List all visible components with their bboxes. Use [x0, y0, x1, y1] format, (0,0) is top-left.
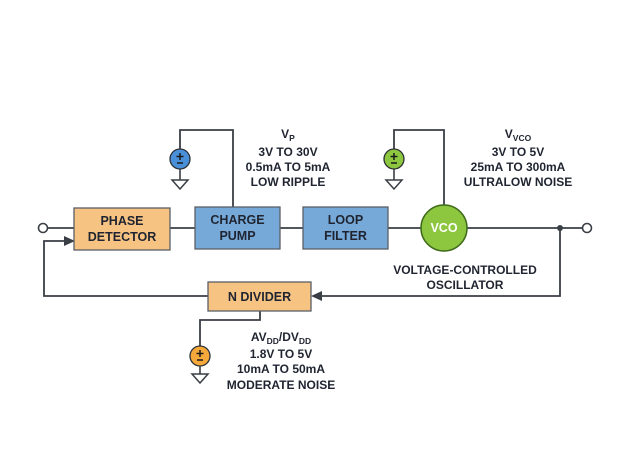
- avdd-subscript-b: DD: [299, 336, 311, 346]
- loop-filter-label-1: LOOP: [328, 213, 363, 227]
- phase-detector-block: PHASE DETECTOR: [73, 207, 171, 251]
- arrow-into-phase-detector: [64, 236, 75, 246]
- phase-detector-label-2: DETECTOR: [88, 230, 157, 244]
- vco-caption-line-2: OSCILLATOR: [427, 278, 504, 292]
- vvco-voltage-range: 3V TO 5V: [492, 145, 544, 159]
- output-terminal: [581, 222, 593, 234]
- loop-filter-label-2: FILTER: [324, 229, 367, 243]
- vp-symbol: V: [281, 127, 289, 141]
- vvco-symbol: V: [505, 127, 513, 141]
- vp-voltage-range: 3V TO 30V: [258, 145, 317, 159]
- vco-label: VCO: [430, 221, 457, 235]
- vco-caption-line-1: VOLTAGE-CONTROLLED: [393, 263, 537, 277]
- vp-noise-spec: LOW RIPPLE: [251, 175, 326, 189]
- input-terminal: [37, 222, 49, 234]
- vvco-supply-source-icon: [383, 148, 405, 191]
- avdd-voltage-range: 1.8V TO 5V: [250, 347, 312, 361]
- svg-text:AVDD/DVDD: AVDD/DVDD: [251, 330, 311, 346]
- junction-dot: [557, 225, 563, 231]
- vp-spec-label: VP 3V TO 30V 0.5mA TO 5mA LOW RIPPLE: [246, 127, 331, 189]
- vvco-noise-spec: ULTRALOW NOISE: [464, 175, 572, 189]
- avdd-noise-spec: MODERATE NOISE: [227, 378, 335, 392]
- avdd-spec-label: AVDD/DVDD 1.8V TO 5V 10mA TO 50mA MODERA…: [227, 330, 335, 392]
- vp-supply-source-icon: [169, 148, 191, 191]
- n-divider-block: N DIVIDER: [207, 281, 312, 312]
- svg-text:VP: VP: [281, 127, 295, 143]
- avdd-supply-source-icon: [189, 345, 211, 385]
- svg-text:VVCO: VVCO: [505, 127, 532, 143]
- vco-block: VCO: [420, 204, 468, 252]
- vvco-spec-label: VVCO 3V TO 5V 25mA TO 300mA ULTRALOW NOI…: [464, 127, 572, 189]
- avdd-symbol: AV: [251, 330, 267, 344]
- charge-pump-block: CHARGE PUMP: [194, 206, 281, 250]
- charge-pump-label-2: PUMP: [219, 229, 255, 243]
- arrow-into-n-divider: [311, 291, 322, 301]
- loop-filter-block: LOOP FILTER: [302, 206, 389, 250]
- n-divider-label: N DIVIDER: [228, 290, 291, 304]
- avdd-subscript-a: DD: [267, 336, 279, 346]
- signal-wires: [43, 129, 582, 356]
- charge-pump-label-1: CHARGE: [210, 213, 264, 227]
- avdd-separator: /DV: [279, 330, 299, 344]
- avdd-current-range: 10mA TO 50mA: [237, 362, 325, 376]
- vvco-current-range: 25mA TO 300mA: [471, 160, 566, 174]
- phase-detector-label-1: PHASE: [100, 214, 143, 228]
- vvco-subscript: VCO: [513, 133, 532, 143]
- vp-subscript: P: [289, 133, 295, 143]
- vp-current-range: 0.5mA TO 5mA: [246, 160, 331, 174]
